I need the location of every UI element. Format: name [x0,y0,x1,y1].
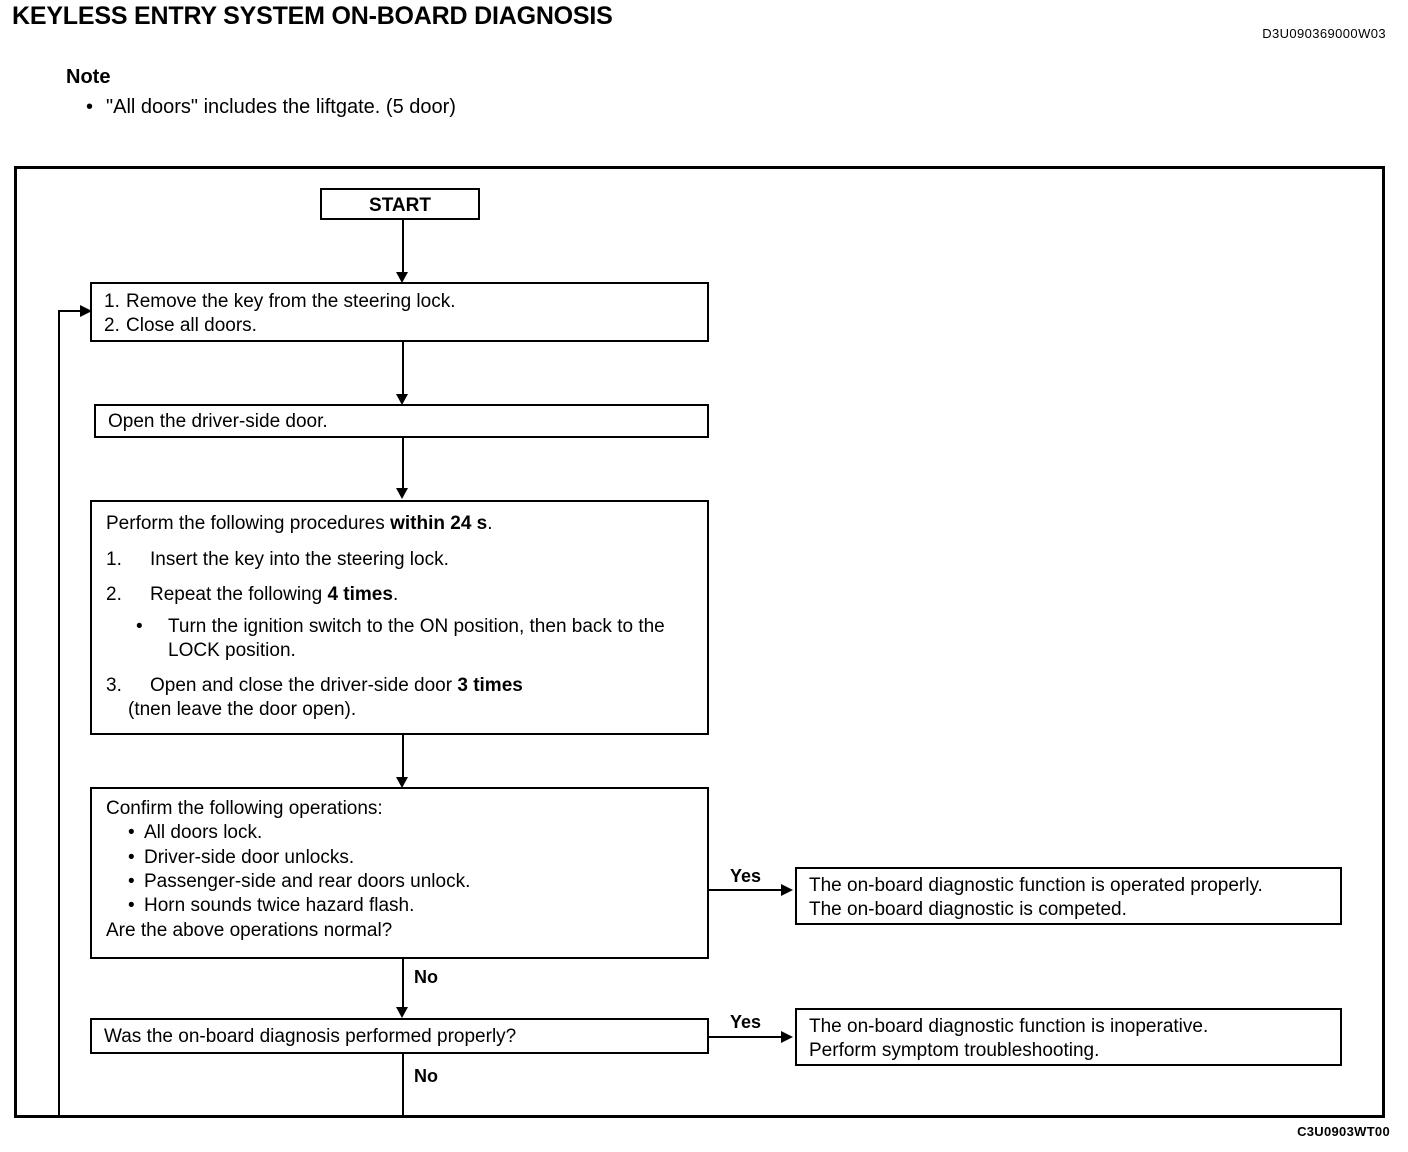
arrowhead-down-3 [396,488,408,499]
connector-step3-to-confirm [402,735,404,781]
confirm-bullet-2: •Driver-side door unlocks. [128,846,693,870]
outcome-box-diagnosis-ok: The on-board diagnostic function is oper… [795,867,1342,925]
outcome-box-diagnosis-inoperative: The on-board diagnostic function is inop… [795,1008,1342,1066]
figure-code: C3U0903WT00 [1297,1124,1390,1139]
start-label: START [369,195,431,216]
outcome1-line2: The on-board diagnostic is competed. [809,899,1127,921]
step2-text: Open the driver-side door. [108,411,328,432]
branch-label-no-1: No [414,967,438,987]
connector-decision2-yes [709,1036,783,1038]
document-code: D3U090369000W03 [1262,26,1386,41]
branch-label-yes-2: Yes [730,1012,762,1032]
confirm-bullet-4: •Horn sounds twice hazard flash. [128,894,693,918]
step1-line2: 2.Close all doors. [104,315,257,337]
procedures-sub-bullet: •Turn the ignition switch to the ON posi… [136,615,665,662]
decision-box-confirm-operations: Confirm the following operations: •All d… [90,787,709,959]
step-box-open-door: Open the driver-side door. [94,404,709,438]
start-box: START [320,188,480,220]
decision-box-diagnosis-performed: Was the on-board diagnosis performed pro… [90,1018,709,1054]
connector-decision2-no-down [402,1054,404,1118]
connector-confirm-yes [709,889,783,891]
branch-label-no-2: No [414,1066,438,1086]
note-bullet-text: "All doors" includes the liftgate. (5 do… [106,96,456,118]
arrowhead-down-4 [396,777,408,788]
connector-step2-to-step3 [402,438,404,492]
diagram-frame [14,166,1385,1118]
branch-label-yes-1: Yes [730,866,762,886]
procedures-item-3-line2: (tnen leave the door open). [128,698,357,720]
arrowhead-right-2 [781,1031,793,1043]
arrowhead-right-feedback [80,305,92,317]
arrowhead-down-1 [396,272,408,283]
connector-step1-to-step2 [402,342,404,398]
confirm-intro: Confirm the following operations: [106,798,383,819]
bullet-icon: • [128,846,135,868]
step-box-procedures: Perform the following procedures within … [90,500,709,735]
page-title: KEYLESS ENTRY SYSTEM ON-BOARD DIAGNOSIS [12,2,613,30]
step-box-remove-key: 1.Remove the key from the steering lock.… [90,282,709,342]
connector-feedback-left [58,310,60,1118]
outcome2-line2: Perform symptom troubleshooting. [809,1040,1100,1062]
arrowhead-down-2 [396,394,408,405]
bullet-icon: • [86,96,94,118]
outcome1-line1: The on-board diagnostic function is oper… [809,875,1263,896]
step1-line1: 1.Remove the key from the steering lock. [104,291,456,312]
bullet-icon: • [136,615,143,637]
procedures-item-3: 3.Open and close the driver-side door 3 … [106,674,523,696]
connector-start-to-step1 [402,220,404,276]
confirm-bullet-1: •All doors lock. [128,821,693,845]
note-bullet-item: • "All doors" includes the liftgate. (5 d… [86,96,456,119]
bullet-icon: • [128,822,135,844]
arrowhead-down-5 [396,1007,408,1018]
decision2-text: Was the on-board diagnosis performed pro… [104,1026,517,1047]
connector-feedback-bottom [58,1116,404,1118]
bullet-icon: • [128,870,135,892]
arrowhead-right-1 [781,884,793,896]
confirm-question: Are the above operations normal? [106,919,393,941]
connector-feedback-into-step1 [58,310,84,312]
procedures-item-2: 2.Repeat the following 4 times. [106,583,399,605]
procedures-intro: Perform the following procedures within … [106,513,493,534]
note-heading: Note [66,66,111,88]
bullet-icon: • [128,895,135,917]
outcome2-line1: The on-board diagnostic function is inop… [809,1016,1209,1037]
confirm-bullet-3: •Passenger-side and rear doors unlock. [128,870,693,894]
connector-confirm-no [402,959,404,1011]
procedures-item-1: 1.Insert the key into the steering lock. [106,549,449,571]
